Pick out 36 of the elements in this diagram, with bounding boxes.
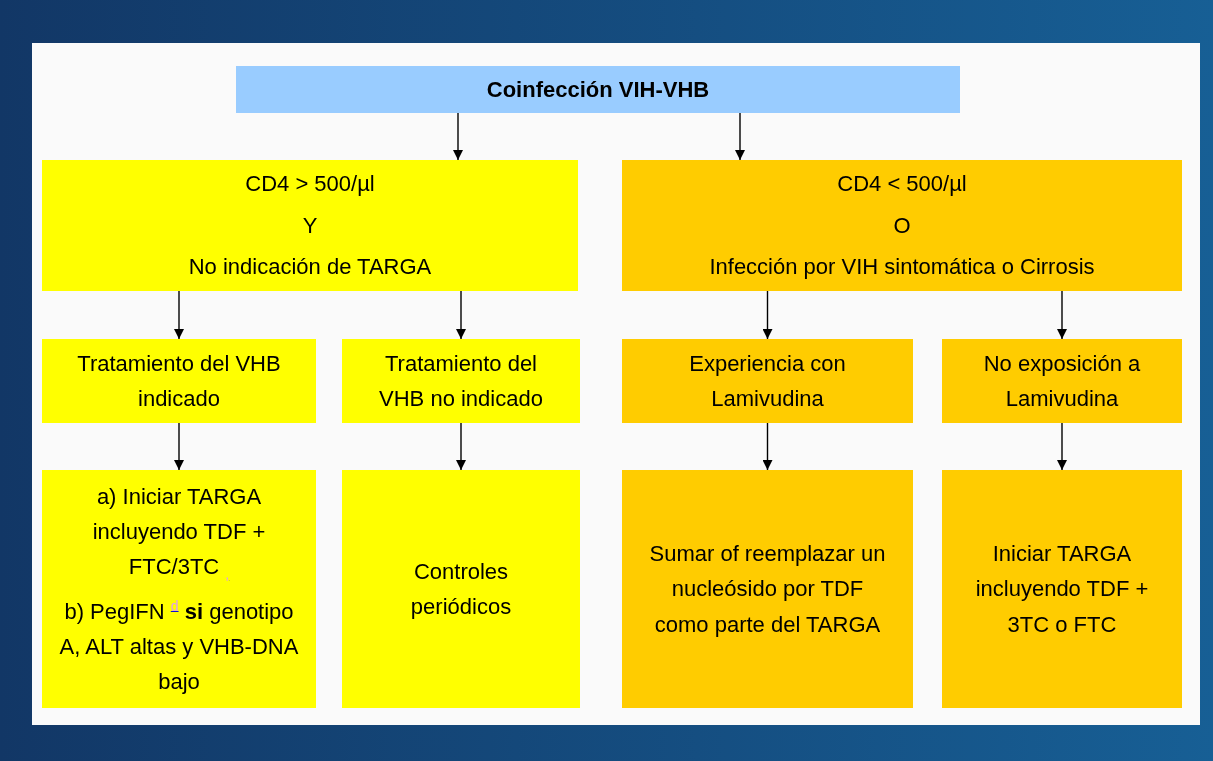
title-text: Coinfección VIH-VHB	[486, 75, 710, 104]
box-text: Infección por VIH sintomática o Cirrosis	[709, 253, 1095, 282]
box-text: Tratamiento del VHB indicado	[76, 349, 282, 413]
arrow	[1057, 422, 1067, 471]
process-box	[622, 339, 913, 423]
box-text: Tratamiento del VHB no indicado	[378, 349, 544, 413]
box-text: CD4 > 500/µl	[245, 169, 375, 198]
arrow	[174, 422, 184, 471]
box-text: b) PegIFN $^{d}$ si genotipo A, ALT altas y VHB-DNA bajo	[58, 596, 300, 697]
arrow	[456, 422, 466, 471]
process-box	[42, 339, 316, 423]
arrow	[735, 112, 745, 161]
box-text: Experiencia con Lamivudina	[688, 349, 847, 413]
box-text: Y	[302, 211, 318, 240]
process-box	[622, 470, 913, 708]
box-text: No exposición a Lamivudina	[982, 349, 1142, 413]
box-text: O	[893, 211, 911, 240]
process-box	[942, 470, 1182, 708]
arrow	[1057, 290, 1067, 340]
box-text: Controles periódicos	[409, 557, 513, 621]
arrow	[762, 290, 773, 340]
arrow	[453, 112, 463, 161]
process-box	[622, 160, 1182, 291]
box-text: Iniciar TARGA incluyendo TDF + 3TC o FTC	[974, 540, 1150, 639]
box-text: CD4 < 500/µl	[837, 169, 967, 198]
process-box	[342, 470, 580, 708]
process-box	[42, 470, 316, 708]
arrow	[174, 290, 184, 340]
box-text: Sumar of reemplazar un nucleósido por TDF como parte del TARGA	[648, 540, 887, 639]
title-box	[236, 66, 960, 113]
process-box	[42, 160, 578, 291]
process-box	[942, 339, 1182, 423]
box-text: No indicación de TARGA	[188, 253, 432, 282]
process-box	[342, 339, 580, 423]
arrow	[456, 290, 466, 340]
arrow	[762, 422, 773, 471]
